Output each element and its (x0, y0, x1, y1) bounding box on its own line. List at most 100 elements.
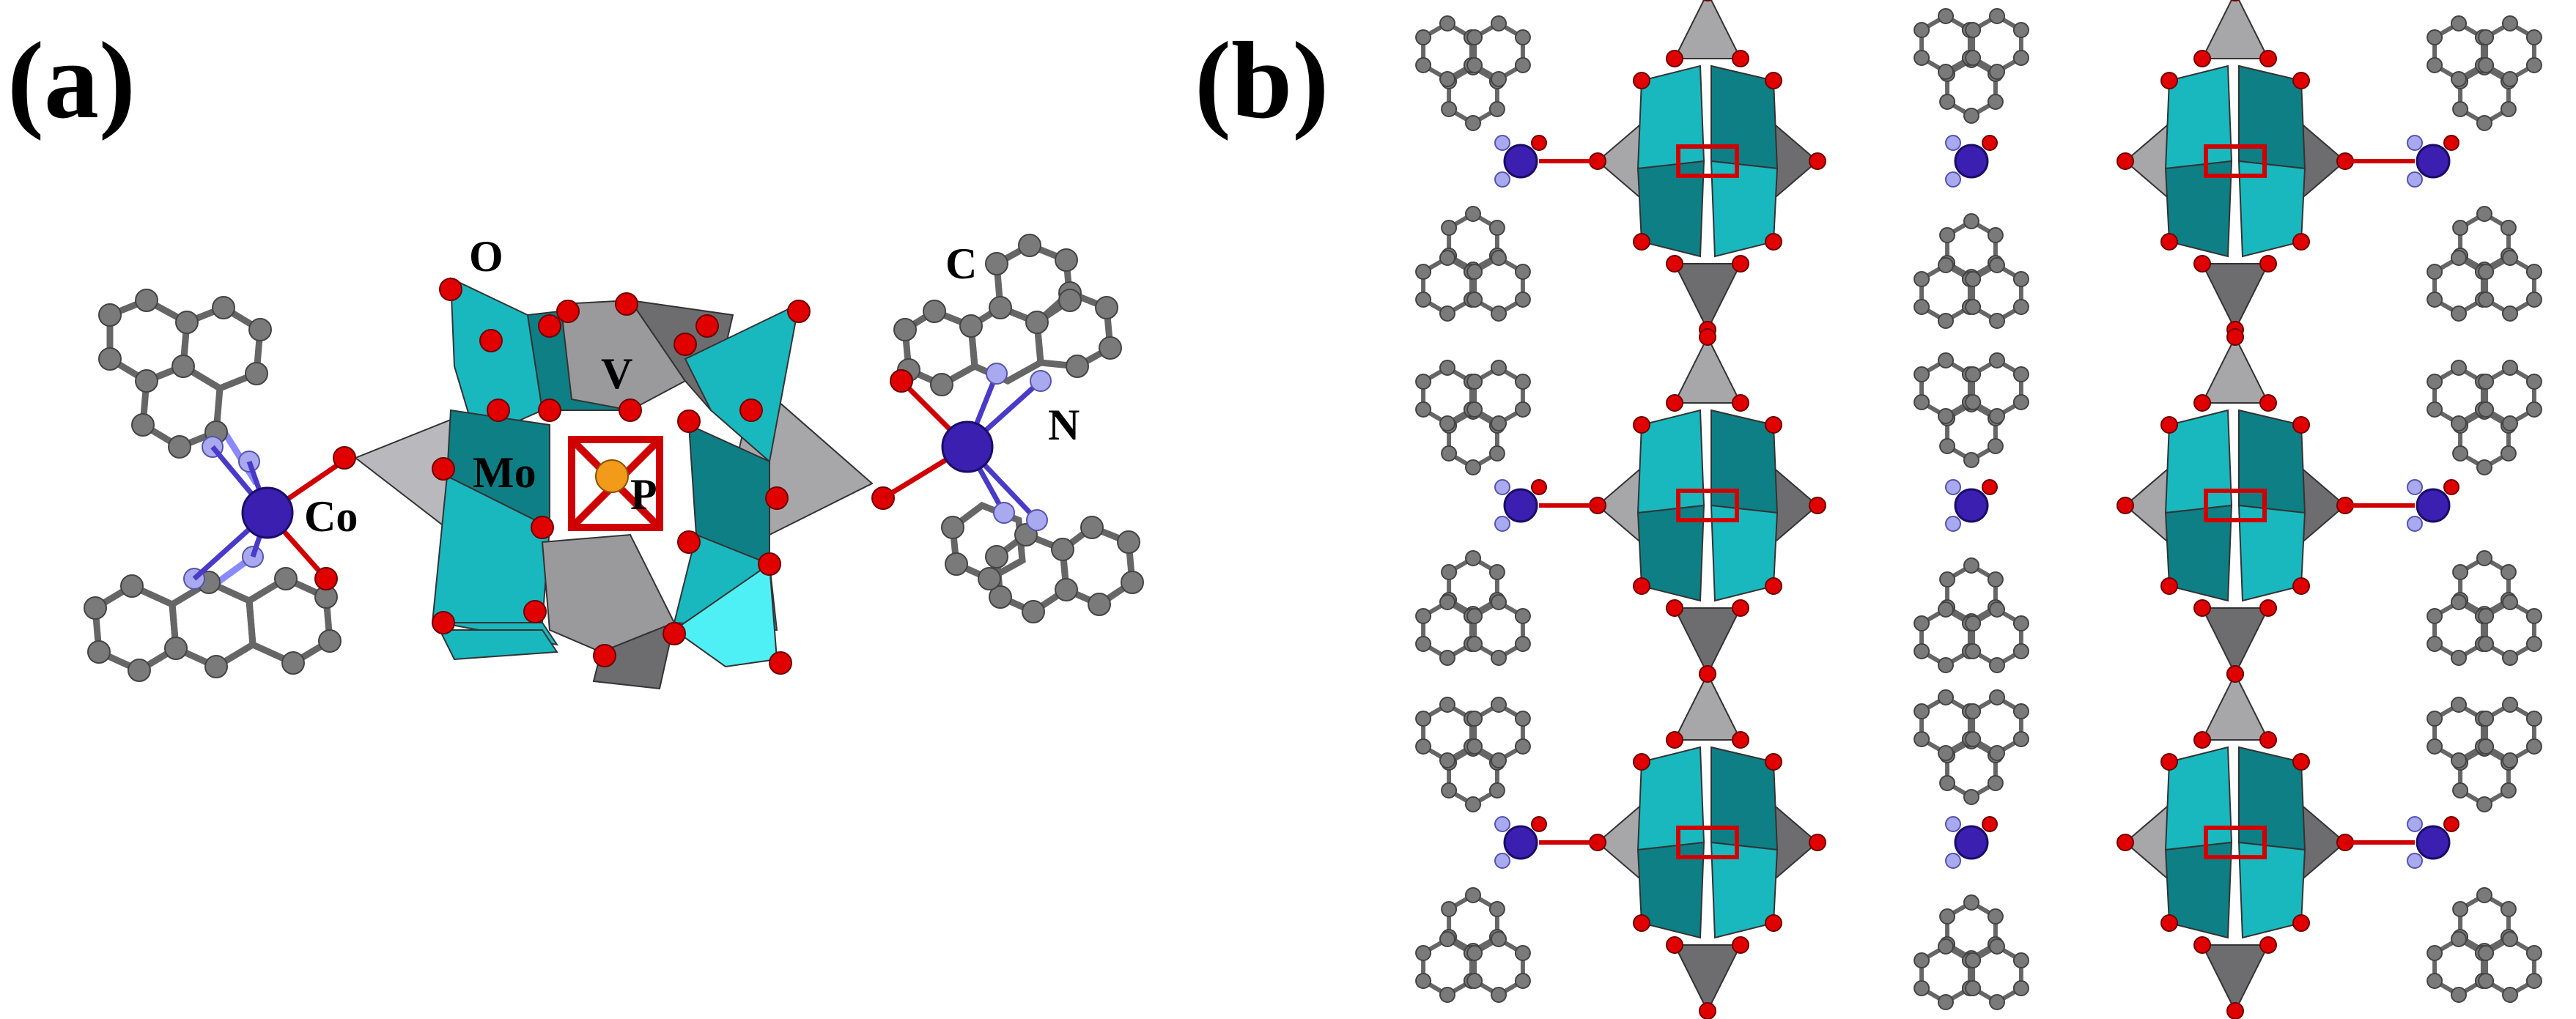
carbon-atom (1963, 213, 1979, 229)
carbon-atom (2426, 264, 2443, 280)
atom-label-n: N (1048, 401, 1080, 449)
carbon-atom (2502, 931, 2518, 947)
oxygen-atom (1809, 834, 1826, 851)
carbon-atom (1441, 901, 1458, 917)
carbon-atom (1439, 305, 1455, 322)
carbon-atom (1466, 57, 1483, 73)
carbon-atom (1913, 394, 1930, 410)
carbon-atom (1439, 415, 1455, 431)
carbon-atom (2502, 752, 2518, 768)
oxygen-atom (1531, 135, 1547, 151)
oxygen-atom (2116, 497, 2134, 514)
carbon-atom (1938, 601, 1954, 618)
phen-ring (2432, 21, 2485, 82)
carbon-atom (2500, 782, 2517, 798)
carbon-atom (1441, 445, 1458, 462)
phen-ring (1919, 262, 1972, 324)
carbon-atom (2500, 901, 2517, 917)
oxygen-atom (2292, 914, 2310, 932)
carbon-atom (2426, 374, 2443, 390)
oxygen-atom (2292, 577, 2310, 595)
carbon-atom (1491, 931, 1507, 947)
oxygen-atom (1666, 936, 1683, 954)
carbon-atom (2426, 401, 2443, 418)
mo-octahedron (2164, 841, 2233, 939)
carbon-atom (1938, 657, 1954, 673)
oxygen-atom (2116, 152, 2134, 170)
oxygen-atom (1633, 577, 1650, 595)
phen-ring (1971, 357, 2023, 419)
phen-ring (1919, 13, 1972, 75)
carbon-atom (2500, 101, 2517, 117)
atom-label-p: P (630, 470, 657, 519)
carbon-atom (1989, 352, 2005, 368)
carbon-atom (1491, 415, 1507, 431)
carbon-atom (2525, 57, 2542, 73)
nitrogen-atom (1945, 816, 1961, 832)
panel-label-b: (b) (1195, 20, 1329, 141)
panel-label-a: (a) (7, 20, 136, 141)
carbon-atom (2451, 250, 2467, 266)
nitrogen-atom (1494, 171, 1510, 188)
carbon-atom (1415, 608, 1432, 624)
oxygen-atom (1732, 599, 1749, 617)
atom-label-v: V (601, 349, 632, 398)
carbon-atom (1465, 459, 1481, 475)
mo-octahedron-10 (438, 629, 558, 661)
pto4-center (2204, 489, 2267, 522)
carbon-atom (1987, 908, 2004, 924)
phen-ring (2484, 365, 2536, 426)
oxygen-atom (1765, 233, 1782, 251)
phen-ring (2484, 255, 2536, 316)
phen-ring (1971, 607, 2023, 668)
carbon-atom (2426, 57, 2443, 73)
nitrogen-atom (2407, 479, 2423, 495)
carbon-atom (1415, 711, 1432, 727)
carbon-atom (2476, 887, 2492, 903)
carbon-atom (2451, 15, 2467, 32)
carbon-atom (1989, 938, 2005, 955)
v-polyhedron (1673, 944, 1742, 1013)
carbon-atom (1488, 220, 1505, 236)
carbon-atom (1913, 366, 1930, 382)
carbon-atom (1514, 57, 1531, 73)
v-polyhedron (1673, 335, 1742, 404)
carbon-atom (1965, 731, 1982, 747)
carbon-atom (2451, 987, 2467, 1003)
oxygen-atom (1809, 152, 1826, 170)
cobalt-atom (1954, 488, 1989, 523)
carbon-atom (2476, 459, 2492, 475)
oxygen-atom (1699, 1002, 1716, 1019)
carbon-atom (1415, 945, 1432, 961)
carbon-atom (1989, 689, 2005, 705)
carbon-atom (1939, 775, 1956, 791)
carbon-atom (1938, 689, 1954, 705)
carbon-atom (2478, 57, 2495, 73)
carbon-atom (1491, 305, 1507, 322)
carbon-atom (1938, 352, 1954, 368)
carbon-atom (2452, 782, 2469, 798)
carbon-atom (2451, 650, 2467, 666)
oxygen-atom (1732, 731, 1749, 749)
carbon-atom (1491, 360, 1507, 376)
carbon-atom (1987, 775, 2004, 791)
phen-ring (1421, 702, 1474, 763)
phen-ring (1472, 21, 1525, 82)
carbon-atom (1939, 227, 1956, 243)
left-phen-atoms (84, 289, 342, 682)
pto4-center (1676, 144, 1739, 178)
carbon-atom (1913, 980, 1930, 996)
carbon-atom (2426, 636, 2443, 652)
carbon-atom (1514, 973, 1531, 989)
carbon-atom (1939, 438, 1956, 454)
carbon-atom (1466, 292, 1483, 308)
oxygen-atom (1666, 255, 1683, 273)
carbon-atom (1913, 615, 1930, 631)
carbon-atom (2012, 394, 2029, 410)
carbon-atom (1987, 94, 2004, 110)
carbon-atom (1466, 738, 1483, 755)
carbon-atom (1439, 752, 1455, 768)
carbon-atom (1989, 601, 2005, 618)
carbon-atom (1963, 108, 1979, 124)
carbon-atom (2452, 220, 2469, 236)
